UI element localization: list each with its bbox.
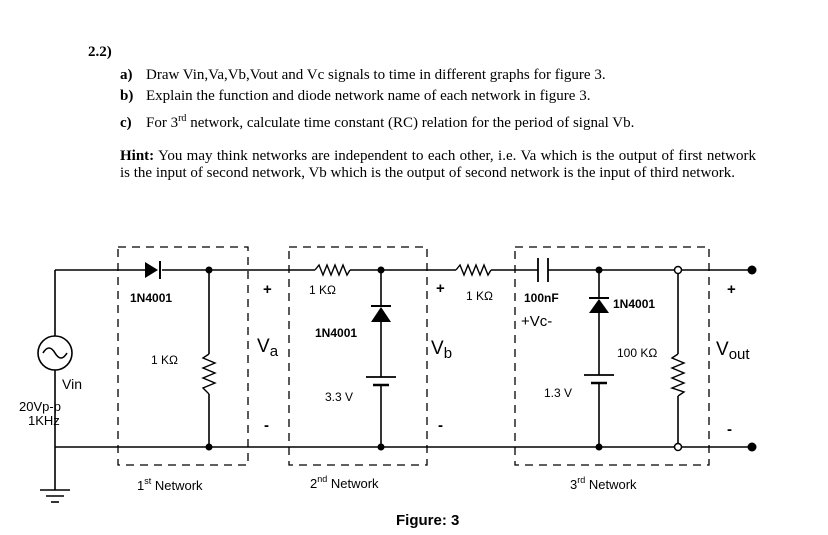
cap-voltage-label: +Vc-: [521, 313, 552, 330]
network-2-box: [288, 246, 428, 466]
diode-1-icon: [145, 261, 161, 279]
source-label-frequency: 1KHz: [28, 413, 60, 428]
resistor-1-icon: [201, 353, 217, 395]
resistor-3-label: 1 KΩ: [466, 289, 493, 303]
resistor-3-icon: [455, 263, 492, 277]
item-label: a): [120, 67, 133, 83]
resistor-2-label: 1 KΩ: [309, 283, 336, 297]
diode-3-icon: [589, 297, 609, 313]
resistor-4-label: 100 KΩ: [617, 346, 657, 360]
network-3-caption: 3rd Network: [570, 475, 637, 492]
va-minus: -: [264, 417, 269, 434]
item-text: Explain the function and diode network n…: [146, 88, 591, 104]
source-label-amplitude: 20Vp-p: [19, 399, 61, 414]
network-3-box: [514, 246, 710, 466]
vout-plus: +: [727, 281, 736, 298]
item-text-post: network, calculate time constant (RC) re…: [186, 115, 635, 131]
ac-source-icon: [37, 335, 73, 371]
diode-1-label: 1N4001: [130, 291, 172, 305]
battery-2-label: 3.3 V: [325, 390, 353, 404]
question-number: 2.2): [88, 44, 112, 60]
network-2-caption: 2nd Network: [310, 474, 379, 491]
item-label: b): [120, 88, 134, 104]
network-1-caption: 1st Network: [137, 476, 203, 493]
item-label: c): [120, 115, 132, 131]
capacitor-label: 100nF: [524, 291, 559, 305]
source-label-vin: Vin: [62, 376, 82, 392]
battery-2-icon: [366, 376, 396, 387]
resistor-1-label: 1 KΩ: [151, 353, 178, 367]
item-text-sup: rd: [178, 113, 187, 124]
item-a: a) Draw Vin,Va,Vb,Vout and Vc signals to …: [120, 66, 606, 84]
capacitor-icon: [537, 258, 549, 282]
resistor-2-icon: [314, 263, 351, 277]
item-c: c) For 3rd network, calculate time consta…: [120, 110, 634, 132]
hint-text: You may think networks are independent t…: [120, 148, 756, 181]
hint-paragraph: Hint: You may think networks are indepen…: [120, 148, 756, 182]
item-text: Draw Vin,Va,Vb,Vout and Vc signals to ti…: [146, 67, 606, 83]
vb-label: Vb: [431, 338, 452, 362]
va-plus: +: [263, 281, 272, 298]
vb-minus: -: [438, 417, 443, 434]
ground-icon: [40, 489, 70, 503]
resistor-4-icon: [670, 353, 686, 397]
item-text-pre: For 3: [146, 115, 179, 131]
diode-2-label: 1N4001: [315, 326, 357, 340]
va-label: Va: [257, 336, 279, 360]
output-terminals: [747, 265, 757, 452]
junction-dots: [205, 266, 603, 451]
network-boxes: [117, 246, 710, 466]
wires: [54, 269, 752, 490]
open-terminals: [673, 265, 683, 452]
hint-label: Hint:: [120, 148, 155, 164]
diode-3-label: 1N4001: [613, 297, 655, 311]
diode-2-icon: [371, 305, 391, 322]
vout-label: Vout: [716, 339, 750, 363]
item-b: b) Explain the function and diode network…: [120, 87, 590, 105]
battery-3-label: 1.3 V: [544, 386, 572, 400]
network-1-box: [117, 246, 249, 466]
vout-minus: -: [727, 421, 732, 438]
vb-plus: +: [436, 280, 445, 297]
battery-3-icon: [584, 374, 614, 385]
figure-caption: Figure: 3: [396, 512, 459, 529]
